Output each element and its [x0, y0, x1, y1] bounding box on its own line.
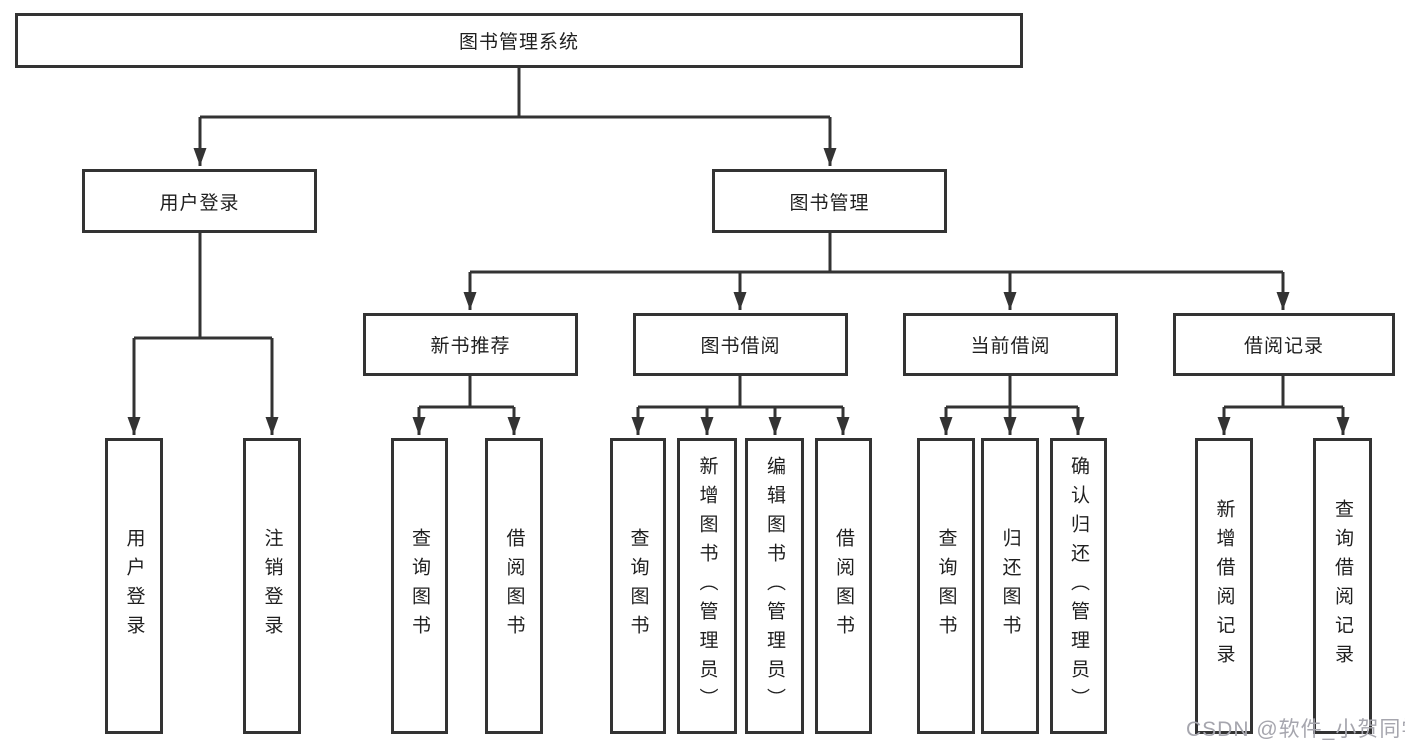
- leaf-return-books: 归还图书: [981, 438, 1039, 734]
- node-borrow-records: 借阅记录: [1173, 313, 1395, 376]
- leaf-query-books-recommend: 查询图书: [391, 438, 448, 734]
- node-user-login: 用户登录: [82, 169, 317, 233]
- node-new-book-recommend: 新书推荐: [363, 313, 578, 376]
- node-book-management: 图书管理: [712, 169, 947, 233]
- node-book-borrow: 图书借阅: [633, 313, 848, 376]
- leaf-add-books-admin: 新增图书（管理员）: [677, 438, 737, 734]
- leaf-borrow-books: 借阅图书: [815, 438, 872, 734]
- leaf-query-books-borrow: 查询图书: [610, 438, 666, 734]
- node-root: 图书管理系统: [15, 13, 1023, 68]
- leaf-edit-books-admin: 编辑图书（管理员）: [745, 438, 804, 734]
- node-current-borrow: 当前借阅: [903, 313, 1118, 376]
- leaf-query-borrow-record: 查询借阅记录: [1313, 438, 1372, 734]
- leaf-logout: 注销登录: [243, 438, 301, 734]
- leaf-user-login: 用户登录: [105, 438, 163, 734]
- leaf-add-borrow-record: 新增借阅记录: [1195, 438, 1253, 734]
- leaf-query-books-current: 查询图书: [917, 438, 975, 734]
- leaf-borrow-books-recommend: 借阅图书: [485, 438, 543, 734]
- watermark: CSDN @软件_小贺同学: [1186, 718, 1405, 741]
- leaf-confirm-return-admin: 确认归还（管理员）: [1050, 438, 1107, 734]
